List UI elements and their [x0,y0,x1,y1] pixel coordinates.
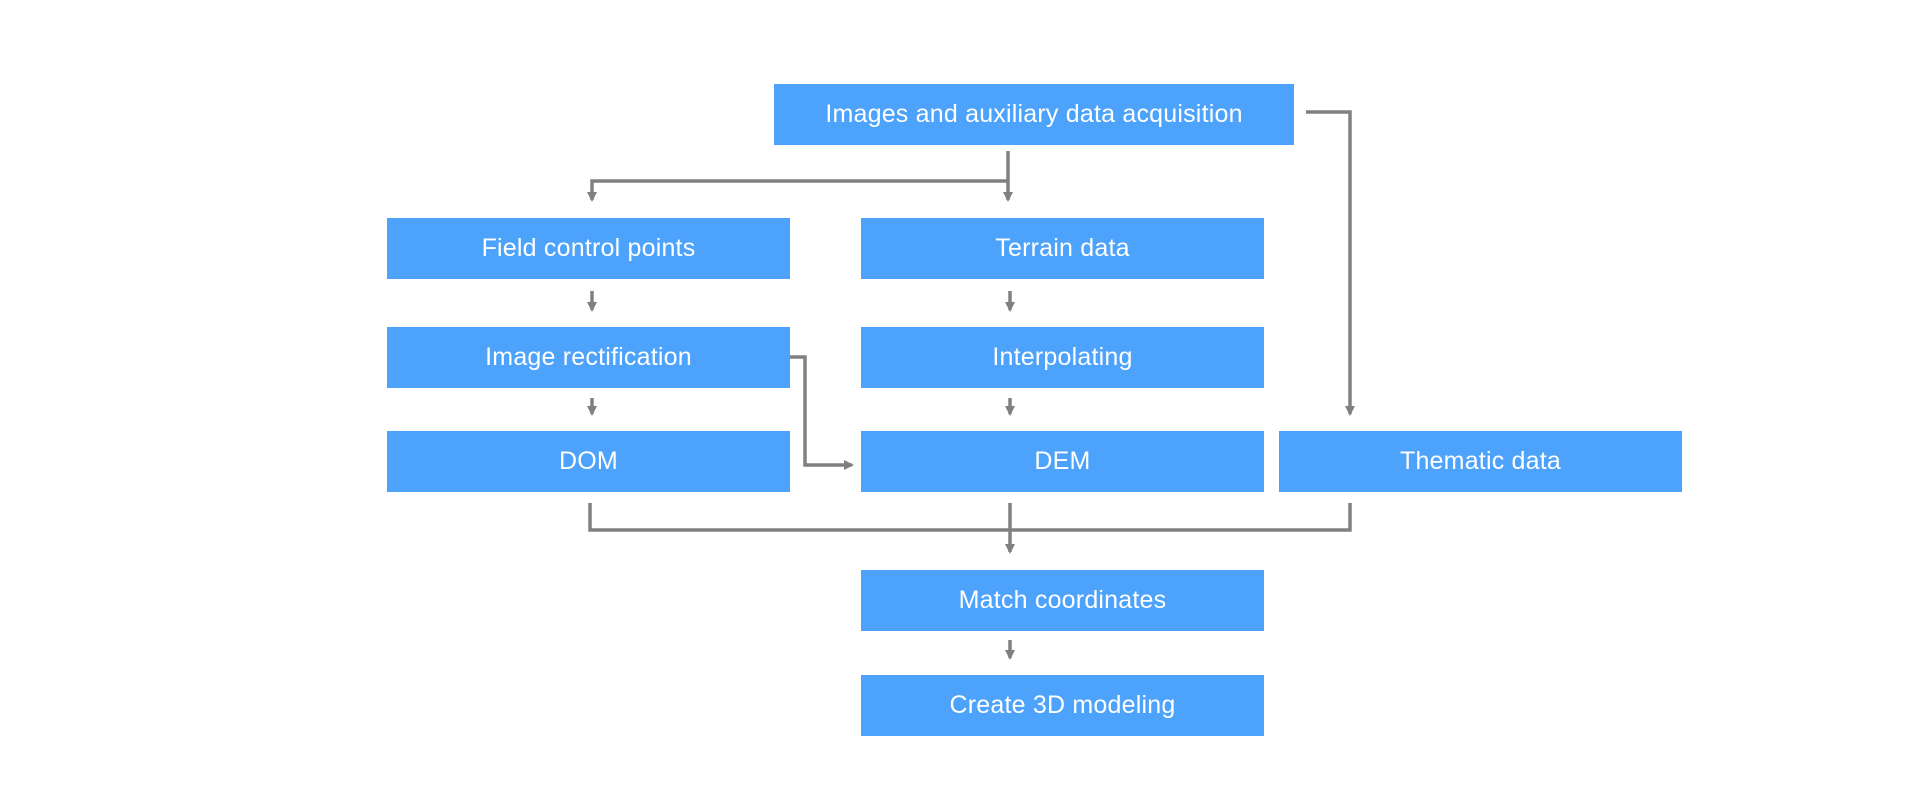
node-image-rectification: Image rectification [387,327,790,388]
connector-dom-to-merge [588,503,1352,532]
node-match-coordinates: Match coordinates [861,570,1264,631]
arrow-acquisition-to-thematic-data [1306,110,1355,416]
node-dem: DEM [861,431,1264,492]
node-create-3d-modeling: Create 3D modeling [861,675,1264,736]
node-images-and-auxiliary-data-acquisition: Images and auxiliary data acquisition [774,84,1294,145]
node-interpolating: Interpolating [861,327,1264,388]
arrow-image-rectification-to-dem [790,355,854,470]
node-dom: DOM [387,431,790,492]
node-thematic-data: Thematic data [1279,431,1682,492]
node-field-control-points: Field control points [387,218,790,279]
node-terrain-data: Terrain data [861,218,1264,279]
arrow-acquisition-to-field-control-points [587,179,1008,202]
